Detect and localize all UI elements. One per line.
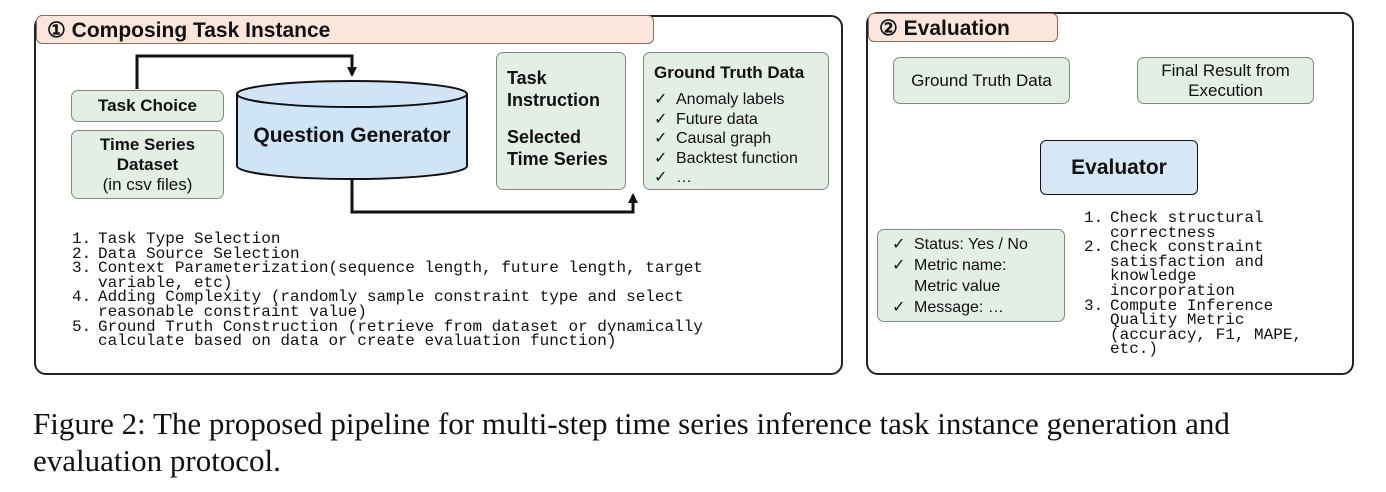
evaluation-checks-list: 1.Check structural correctness 2.Check c… xyxy=(1084,209,1344,359)
final-result-line1: Final Result from xyxy=(1161,60,1290,80)
ground-truth-item: ✓… xyxy=(654,169,692,186)
check-line: knowledge xyxy=(1110,267,1197,286)
step-line: calculate based on data or create evalua… xyxy=(98,332,617,351)
check-icon: ✓ xyxy=(654,149,668,167)
check-line: (accuracy, F1, MAPE, xyxy=(1110,325,1303,344)
step-line: 2.Data Source Selection xyxy=(72,244,300,263)
final-result-box: Final Result from Execution xyxy=(1137,57,1314,104)
evaluation-output-box: ✓ Status: Yes / No ✓ Metric name: Metric v… xyxy=(877,229,1065,322)
eval-ground-truth-label: Ground Truth Data xyxy=(911,70,1052,90)
check-icon: ✓ xyxy=(892,236,906,253)
eval-ground-truth-box: Ground Truth Data xyxy=(893,57,1070,104)
output-message: Message: … xyxy=(914,299,1004,316)
check-icon: ✓ xyxy=(654,110,668,128)
composing-steps-list: 1.Task Type Selection 2.Data Source Sele… xyxy=(72,230,822,351)
selected-series-line1: Selected xyxy=(507,127,582,147)
task-choice-box: Task Choice xyxy=(71,90,224,122)
step-line: reasonable constraint value) xyxy=(98,302,367,321)
step-line: variable, etc) xyxy=(98,273,233,292)
step-line: 4.Adding Complexity (randomly sample con… xyxy=(72,288,684,307)
check-icon: ✓ xyxy=(654,130,668,147)
ground-truth-item: ✓Future data xyxy=(654,110,758,128)
task-instruction-box: Task Instruction Selected Time Series xyxy=(496,52,626,190)
task-choice-label: Task Choice xyxy=(98,96,197,115)
output-metric-value: Metric value xyxy=(914,278,1001,295)
dataset-box: Time Series Dataset (in csv files) xyxy=(71,130,224,199)
step-line: 3.Context Parameterization(sequence leng… xyxy=(72,259,703,278)
check-line: incorporation xyxy=(1110,281,1235,300)
cylinder-shape xyxy=(236,80,468,180)
arrow-taskchoice-to-generator xyxy=(135,54,357,89)
caption-line1: Figure 2: The proposed pipeline for mult… xyxy=(33,406,1230,441)
evaluator-box: Evaluator xyxy=(1040,140,1198,195)
final-result-line2: Execution xyxy=(1188,80,1263,100)
check-icon: ✓ xyxy=(654,169,668,186)
selected-series-line2: Time Series xyxy=(507,149,608,169)
check-line: Quality Metric xyxy=(1110,311,1245,330)
step-line: 1.Task Type Selection xyxy=(72,230,281,248)
check-line: 3.Compute Inference xyxy=(1084,296,1274,315)
task-instruction-line2: Instruction xyxy=(507,90,600,110)
dataset-label-line1: Time Series xyxy=(99,134,196,154)
task-instruction-line1: Task xyxy=(507,68,547,88)
step-line: 5.Ground Truth Construction (retrieve fr… xyxy=(72,317,703,336)
ground-truth-item: ✓Anomaly labels xyxy=(654,91,785,108)
ground-truth-item: ✓Causal graph xyxy=(654,130,772,147)
ground-truth-box: Ground Truth Data ✓Anomaly labels ✓Futur… xyxy=(643,52,829,190)
check-line: correctness xyxy=(1110,223,1216,242)
check-line: etc.) xyxy=(1110,340,1159,359)
dataset-label-line3: (in csv files) xyxy=(102,174,193,194)
check-icon: ✓ xyxy=(892,257,906,274)
caption-line2: evaluation protocol. xyxy=(33,443,281,478)
ground-truth-item: ✓Backtest function xyxy=(654,149,798,167)
check-line: 1.Check structural xyxy=(1084,209,1264,227)
check-line: satisfaction and xyxy=(1110,252,1264,271)
composing-panel-title: ① Composing Task Instance xyxy=(36,15,654,44)
output-status: Status: Yes / No xyxy=(914,236,1028,253)
check-line: 2.Check constraint xyxy=(1084,238,1264,257)
check-icon: ✓ xyxy=(892,299,906,316)
evaluation-panel-title: ② Evaluation xyxy=(868,13,1058,42)
question-generator-cylinder: Question Generator xyxy=(236,80,468,180)
question-generator-label: Question Generator xyxy=(253,124,451,147)
arrow-generator-to-groundtruth xyxy=(350,176,638,214)
evaluator-label: Evaluator xyxy=(1071,155,1167,179)
check-icon: ✓ xyxy=(654,91,668,108)
ground-truth-list: ✓Anomaly labels ✓Future data ✓Causal gra… xyxy=(654,90,828,188)
output-metric-name: Metric name: xyxy=(914,257,1007,274)
ground-truth-title: Ground Truth Data xyxy=(654,63,805,82)
figure-caption: Figure 2: The proposed pipeline for mult… xyxy=(33,405,1373,479)
dataset-label-line2: Dataset xyxy=(116,154,179,174)
